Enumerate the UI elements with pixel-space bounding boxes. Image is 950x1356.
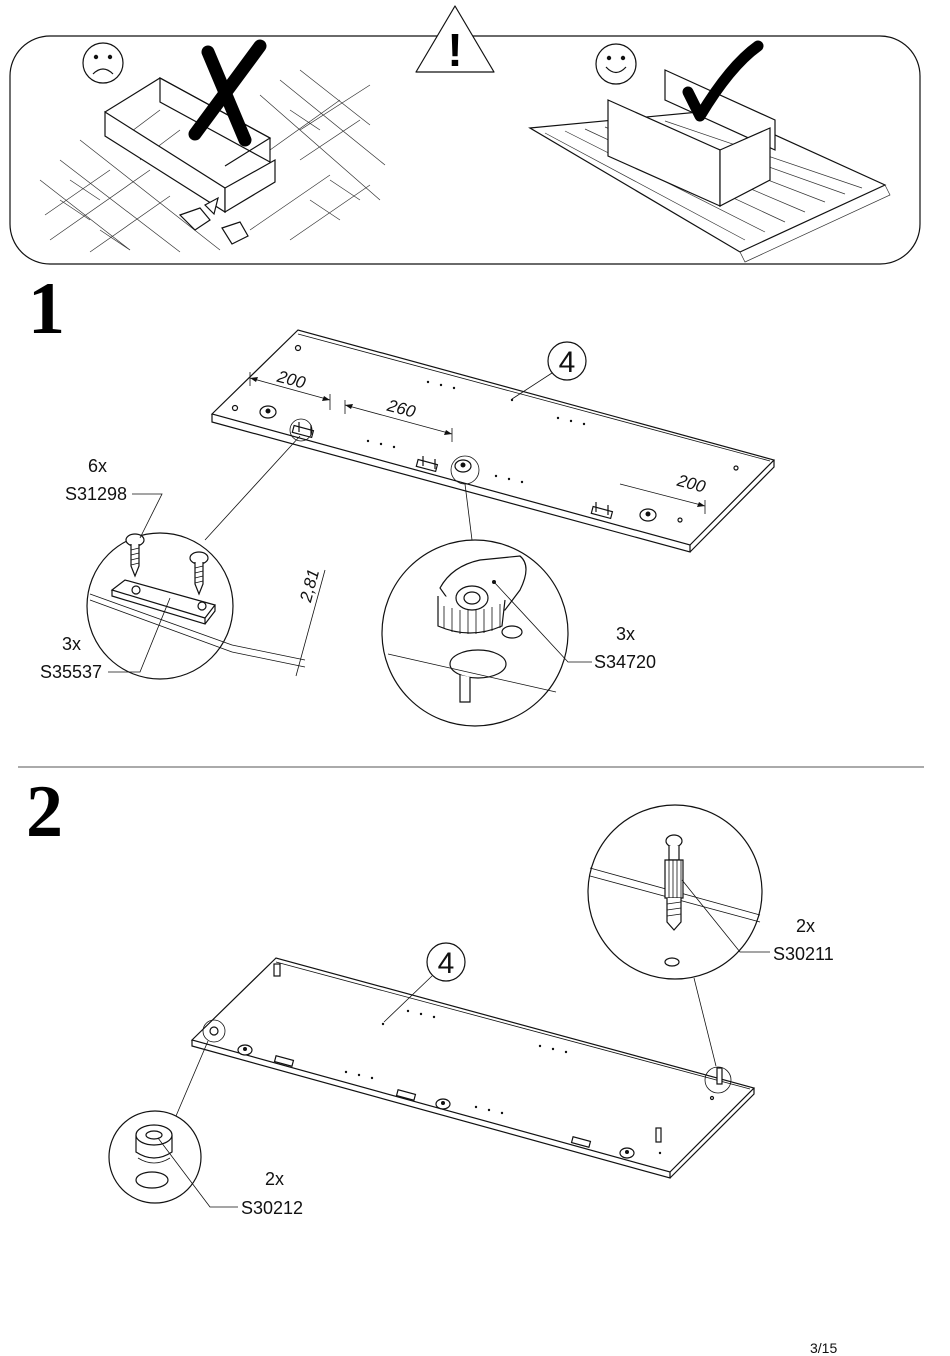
part-code-s30212: S30212 <box>241 1198 303 1218</box>
warning-panel: ! <box>9 5 921 265</box>
step-1-number: 1 <box>28 268 65 350</box>
dimension-thickness: 2,81 <box>296 567 323 605</box>
part-qty-s30211: 2x <box>796 916 815 936</box>
detail-circle-cam-housing <box>108 1019 238 1208</box>
check-mark-icon <box>682 40 764 122</box>
tiled-floor-scene <box>39 69 386 253</box>
detail-circle-cam <box>381 455 592 727</box>
cam-fitting-on-panel-step2 <box>237 1044 635 1159</box>
cam-fitting-on-panel <box>259 405 657 522</box>
step-2: 2 <box>26 771 834 1218</box>
step-1: 1 <box>28 268 776 727</box>
warning-triangle-icon: ! <box>415 5 495 76</box>
part-qty-s30212: 2x <box>265 1169 284 1189</box>
part-code-s34720: S34720 <box>594 652 656 672</box>
plate-on-panel <box>291 422 614 520</box>
part-code-s30211: S30211 <box>773 944 834 964</box>
panel-4-step2 <box>190 957 756 1179</box>
step-2-number: 2 <box>26 771 63 853</box>
detail-circle-dowel <box>587 804 770 1094</box>
detail-circle-plate: 2,81 <box>86 418 326 680</box>
part-code-s31298: S31298 <box>65 484 127 504</box>
panel-number-callout-step2: 4 <box>383 942 466 1023</box>
cross-mark-icon <box>188 39 267 147</box>
panel-label-step2: 4 <box>438 947 455 980</box>
dimension-lines <box>249 372 706 514</box>
panel-label-step1: 4 <box>559 346 576 379</box>
page-number: 3/15 <box>810 1340 837 1356</box>
panel-number-callout: 4 <box>511 341 587 400</box>
cam-lock-icon <box>437 555 527 634</box>
warning-symbol: ! <box>447 24 462 76</box>
part-qty-s35537: 3x <box>62 634 81 654</box>
screw-icon <box>125 533 209 596</box>
part-qty-s31298: 6x <box>88 456 107 476</box>
happy-face-icon <box>595 43 637 85</box>
dowel-on-panel <box>209 963 723 1143</box>
sad-face-icon <box>82 42 124 84</box>
dowel-icon <box>664 834 684 931</box>
part-qty-s34720: 3x <box>616 624 635 644</box>
part-code-s35537: S35537 <box>40 662 102 682</box>
cam-housing-icon <box>135 1124 173 1164</box>
panel-4-step1: 200 260 200 <box>210 329 776 553</box>
